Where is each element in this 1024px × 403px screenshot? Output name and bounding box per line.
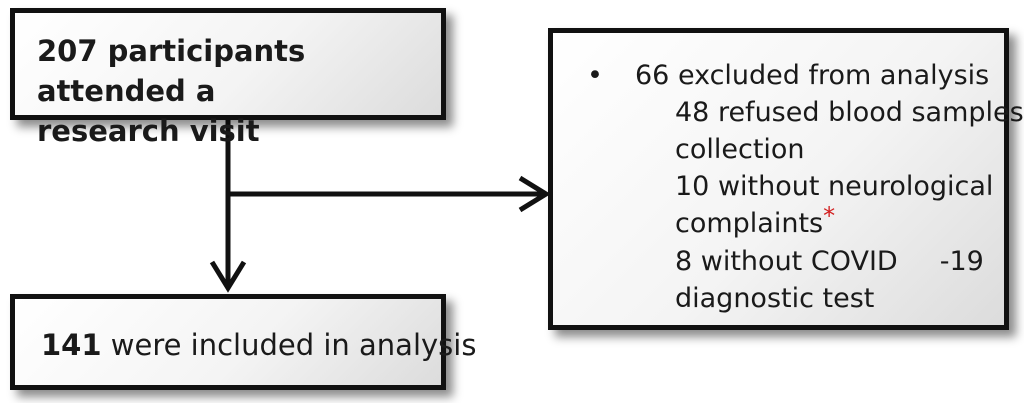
participants-attended-line2: research visit xyxy=(37,114,260,148)
excluded-item-no-neuro-cont: complaints* xyxy=(675,202,1004,243)
asterisk-mark: * xyxy=(823,202,836,230)
included-in-analysis-box: 141 were included in analysis xyxy=(10,294,476,390)
excluded-item-refused-blood: 48 refused blood samples xyxy=(675,97,1024,128)
covid-number-text: -19 xyxy=(939,246,984,277)
excluded-item-no-neuro: 10 without neurological xyxy=(675,171,994,202)
included-count: 141 xyxy=(41,328,102,362)
participants-attended-box: 207 participants attended a research vis… xyxy=(10,8,446,148)
bullet-icon: • xyxy=(587,60,603,91)
excluded-item-refused-blood-cont: collection xyxy=(675,134,805,165)
excluded-box: • 66 excluded from analysis 48 refused b… xyxy=(548,28,1024,330)
participants-attended-line1: 207 participants attended a xyxy=(37,34,306,108)
without-covid-text: 8 without COVID xyxy=(675,246,898,277)
included-text: were included in analysis xyxy=(101,328,477,362)
down-arrowhead xyxy=(209,260,247,293)
complaints-text: complaints xyxy=(675,208,824,239)
excluded-heading: 66 excluded from analysis xyxy=(635,60,990,91)
right-arrowhead xyxy=(518,175,551,213)
excluded-item-no-covid-test: 8 without COVID -19 xyxy=(675,243,1004,280)
excluded-heading-line: • 66 excluded from analysis xyxy=(587,57,1004,94)
excluded-item-no-covid-test-cont: diagnostic test xyxy=(675,283,875,314)
